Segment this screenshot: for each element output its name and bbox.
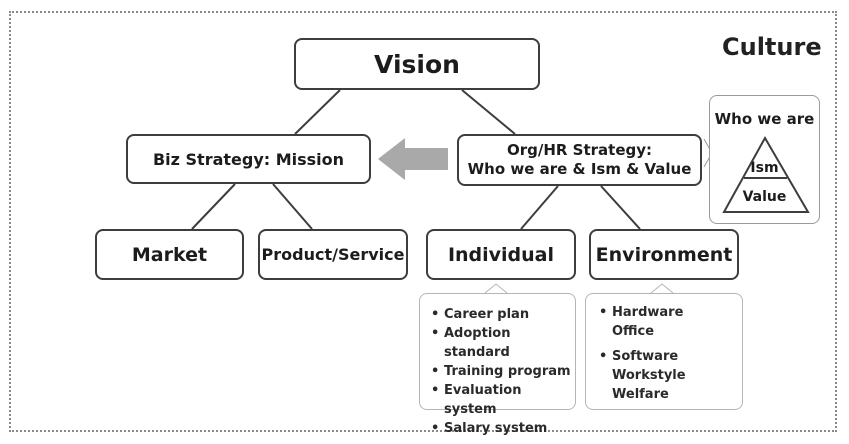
software-label: Software xyxy=(612,349,679,364)
biz-strategy-box: Biz Strategy: Mission xyxy=(126,134,371,184)
pyramid-icon xyxy=(722,135,810,213)
org-hr-strategy-box: Org/HR Strategy: Who we are & Ism & Valu… xyxy=(457,134,702,186)
environment-notes: Hardware Office Software Workstyle Welfa… xyxy=(585,293,743,410)
org-hr-line1: Org/HR Strategy: xyxy=(506,141,653,159)
link-vision-biz xyxy=(294,89,341,135)
product-service-box: Product/Service xyxy=(258,229,408,280)
environment-label: Environment xyxy=(595,243,733,266)
pyramid-bottom-label: Value xyxy=(742,189,787,205)
culture-label: Culture xyxy=(722,33,822,61)
list-item: Salary system xyxy=(430,419,575,438)
biz-strategy-label: Biz Strategy: Mission xyxy=(152,149,345,169)
software-item-welfare: Welfare xyxy=(612,387,669,402)
vision-box: Vision xyxy=(294,38,540,90)
pyramid-top-label: Ism xyxy=(750,160,779,176)
environment-box: Environment xyxy=(589,229,739,280)
flow-arrow xyxy=(378,138,448,180)
org-hr-line2: Who we are & Ism & Value xyxy=(467,160,692,178)
list-item: Adoption standard xyxy=(430,324,575,362)
list-item-hardware: Hardware xyxy=(598,303,742,322)
list-item: Career plan xyxy=(430,305,575,324)
pointer-environment-notes xyxy=(650,283,674,294)
environment-notes-list-software: Software xyxy=(598,347,742,366)
culture-frame xyxy=(9,11,837,432)
list-item-software: Software xyxy=(598,347,742,366)
individual-notes: Career plan Adoption standard Training p… xyxy=(419,293,576,438)
pointer-individual-notes xyxy=(484,283,508,294)
individual-label: Individual xyxy=(447,243,555,266)
individual-box: Individual xyxy=(426,229,576,280)
market-box: Market xyxy=(95,229,244,280)
link-vision-org xyxy=(461,89,516,135)
software-item-workstyle: Workstyle xyxy=(612,368,686,383)
link-biz-product xyxy=(272,183,313,230)
product-service-label: Product/Service xyxy=(261,245,405,264)
hardware-label: Hardware xyxy=(612,305,684,320)
environment-notes-list: Hardware xyxy=(598,303,742,322)
link-biz-market xyxy=(191,183,236,230)
market-label: Market xyxy=(131,243,208,266)
link-org-individual xyxy=(520,185,559,230)
link-org-environment xyxy=(600,185,641,230)
vision-label: Vision xyxy=(374,49,460,79)
who-we-are-callout: Who we are Ism Value xyxy=(709,95,820,224)
hardware-item-office: Office xyxy=(612,324,655,339)
individual-notes-list: Career plan Adoption standard Training p… xyxy=(430,305,575,438)
list-item: Training program xyxy=(430,362,575,381)
who-we-are-title: Who we are xyxy=(714,110,815,128)
list-item: Evaluation system xyxy=(430,381,575,419)
